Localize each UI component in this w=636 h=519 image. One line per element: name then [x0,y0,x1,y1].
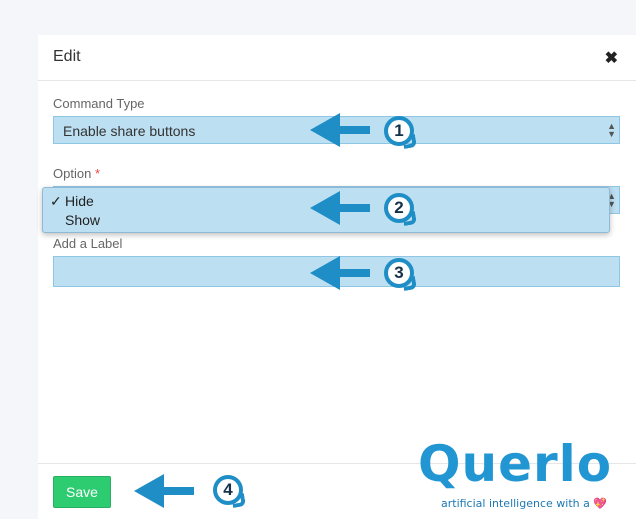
querlo-logo: Querlo [418,435,613,493]
command-type-label: Command Type [53,96,145,111]
heart-icon: 💖 [593,497,608,510]
dialog-header: Edit ✖ [38,35,636,81]
arrow-icon-1 [310,113,370,147]
option-label-text: Option [53,166,92,181]
step-badge-1: 1 [384,116,414,146]
close-icon[interactable]: ✖ [604,50,618,67]
select-arrows-icon: ▲▼ [607,191,616,209]
select-arrows-icon: ▲▼ [607,121,616,139]
option-item-hide[interactable]: ✓Hide [50,193,94,210]
arrow-icon-3 [310,256,370,290]
dialog-title: Edit [53,48,81,65]
logo-tagline: artificial intelligence with a 💖 [441,497,608,510]
required-mark: * [94,166,100,181]
step-badge-3: 3 [384,258,414,288]
save-button[interactable]: Save [53,476,111,508]
step-badge-2: 2 [384,193,414,223]
option-item-show[interactable]: Show [50,212,100,228]
option-item-label: Show [65,212,101,228]
arrow-icon-2 [310,191,370,225]
step-badge-4: 4 [213,475,243,505]
checkmark-icon: ✓ [50,193,62,209]
command-type-value: Enable share buttons [63,123,196,139]
arrow-icon-4 [134,474,194,508]
option-label: Option * [53,166,100,181]
option-item-label: Hide [65,193,94,209]
add-label-label: Add a Label [53,236,123,251]
